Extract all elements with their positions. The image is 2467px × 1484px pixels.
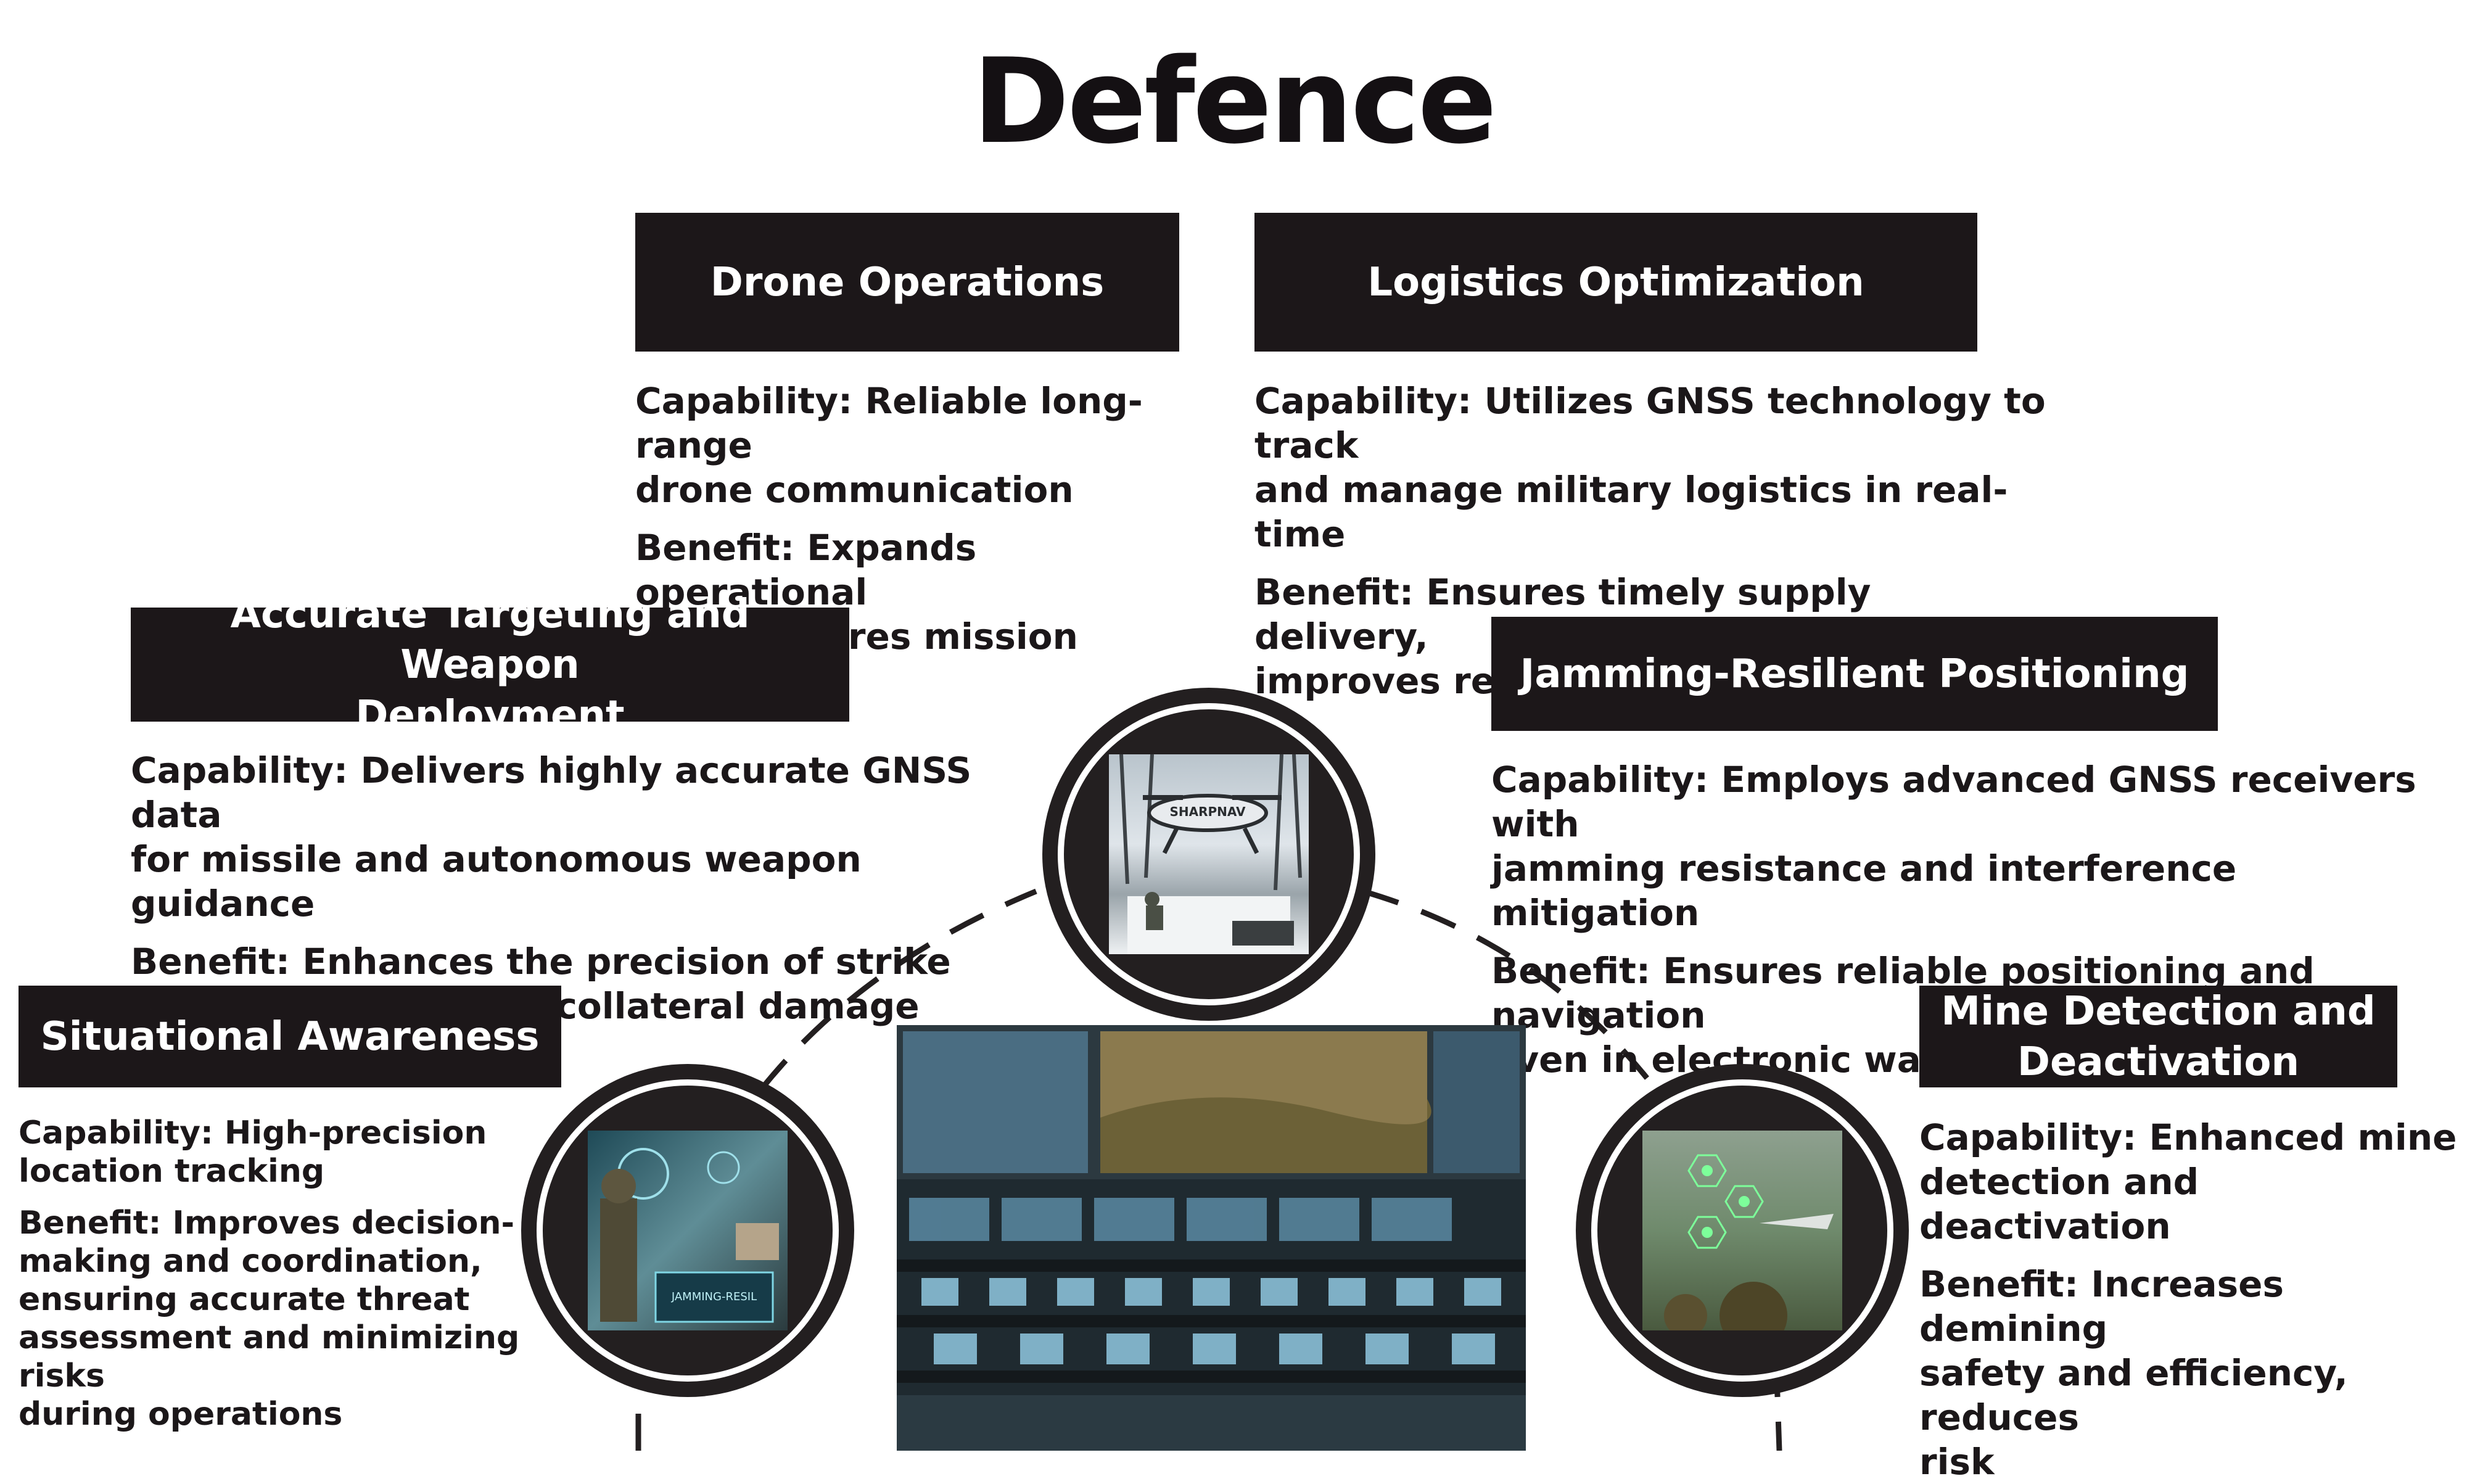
mine-detection-heading: Mine Detection and Deactivation bbox=[1941, 988, 2376, 1085]
drone-operations-heading: Drone Operations bbox=[710, 259, 1105, 305]
situational-capability-text: Capability: High-precision location trac… bbox=[19, 1115, 487, 1190]
mine-detection-image bbox=[1642, 1131, 1842, 1330]
logistics-optimization-header: Logistics Optimization bbox=[1254, 213, 1977, 352]
situational-badge-text: JAMMING-RESIL bbox=[671, 1290, 757, 1303]
situational-awareness-heading: Situational Awareness bbox=[40, 1013, 540, 1060]
drone-snow-image: SHARPNAV bbox=[1109, 754, 1309, 954]
mine-detection-header: Mine Detection and Deactivation bbox=[1919, 986, 2397, 1087]
command-center-image bbox=[897, 1025, 1526, 1451]
accurate-targeting-heading: Accurate Targeting and Weapon Deployment bbox=[230, 591, 750, 738]
jamming-benefit-text: Benefit: Ensures reliable positioning an… bbox=[1491, 950, 2315, 1081]
drone-image-ring: SHARPNAV bbox=[1042, 688, 1375, 1021]
soldier-hud-icon: JAMMING-RESIL bbox=[600, 1148, 779, 1323]
accurate-targeting-header: Accurate Targeting and Weapon Deployment bbox=[131, 592, 849, 738]
soldier-hud-image: JAMMING-RESIL bbox=[588, 1131, 788, 1330]
jamming-resilient-header: Jamming-Resilient Positioning bbox=[1491, 617, 2218, 731]
page-title: Defence bbox=[972, 33, 1497, 170]
command-center-scene bbox=[897, 1025, 1526, 1451]
situational-awareness-header: Situational Awareness bbox=[19, 986, 561, 1087]
targeting-benefit-text: Benefit: Enhances the precision of strik… bbox=[131, 941, 951, 1027]
mine-capability-text: Capability: Enhanced mine detection and … bbox=[1919, 1116, 2457, 1247]
logistics-capability-text: Capability: Utilizes GNSS technology to … bbox=[1254, 380, 2046, 555]
jamming-capability-text: Capability: Employs advanced GNSS receiv… bbox=[1491, 759, 2416, 934]
logistics-description: Capability: Utilizes GNSS technology to … bbox=[1254, 379, 2056, 703]
situational-description: Capability: High-precision location trac… bbox=[19, 1114, 549, 1433]
mine-image-ring bbox=[1576, 1064, 1909, 1397]
logistics-benefit-text: Benefit: Ensures timely supply delivery,… bbox=[1254, 571, 1871, 702]
drone-icon: SHARPNAV bbox=[1119, 754, 1302, 954]
mine-drone-icon bbox=[1664, 1154, 1834, 1330]
situational-image-ring: JAMMING-RESIL bbox=[521, 1064, 854, 1397]
situational-benefit-text: Benefit: Improves decision- making and c… bbox=[19, 1205, 520, 1433]
jamming-resilient-heading: Jamming-Resilient Positioning bbox=[1520, 651, 2189, 697]
logistics-optimization-heading: Logistics Optimization bbox=[1367, 259, 1864, 305]
drone-capability-text: Capability: Reliable long-range drone co… bbox=[635, 380, 1143, 511]
targeting-capability-text: Capability: Delivers highly accurate GNS… bbox=[131, 749, 972, 925]
jamming-description: Capability: Employs advanced GNSS receiv… bbox=[1491, 757, 2453, 1082]
mine-description: Capability: Enhanced mine detection and … bbox=[1919, 1115, 2462, 1484]
drone-badge-text: SHARPNAV bbox=[1169, 804, 1246, 819]
mine-benefit-text: Benefit: Increases demining safety and e… bbox=[1919, 1263, 2348, 1483]
targeting-description: Capability: Delivers highly accurate GNS… bbox=[131, 748, 994, 1028]
drone-operations-header: Drone Operations bbox=[635, 213, 1179, 352]
